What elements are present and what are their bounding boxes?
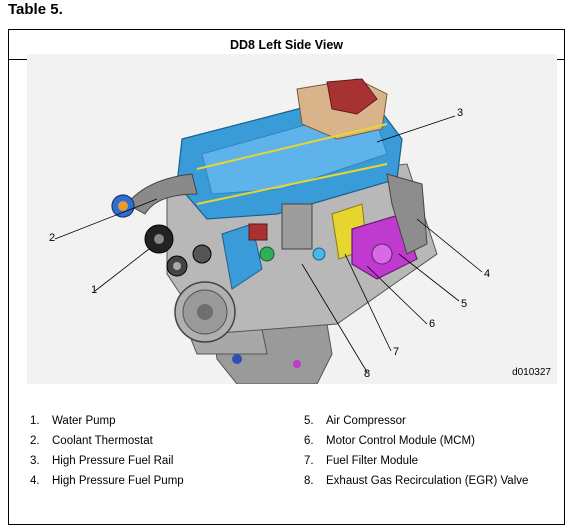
legend-number: 7. (304, 455, 314, 467)
callout-6: 6 (429, 318, 436, 330)
legend-item: 2. Coolant Thermostat (30, 431, 280, 451)
legend-number: 5. (304, 415, 314, 427)
legend-item: 8. Exhaust Gas Recirculation (EGR) Valve (304, 471, 554, 491)
legend-item: 6. Motor Control Module (MCM) (304, 431, 554, 451)
engine-illustration (54, 78, 483, 384)
legend-number: 4. (30, 475, 40, 487)
legend-number: 3. (30, 455, 40, 467)
callout-4: 4 (484, 268, 491, 280)
engine-figure: 1 2 3 4 5 6 7 8 d010327 (27, 54, 557, 384)
legend-number: 1. (30, 415, 40, 427)
callout-8: 8 (364, 368, 371, 380)
legend-label: Motor Control Module (MCM) (326, 435, 475, 447)
legend-label: High Pressure Fuel Rail (52, 455, 174, 467)
legend-label: Exhaust Gas Recirculation (EGR) Valve (326, 475, 529, 487)
callout-3: 3 (457, 107, 464, 119)
callout-1: 1 (91, 284, 98, 296)
legend-number: 2. (30, 435, 40, 447)
legend-item: 1. Water Pump (30, 411, 280, 431)
legend-item: 3. High Pressure Fuel Rail (30, 451, 280, 471)
callout-5: 5 (461, 298, 468, 310)
legend-number: 6. (304, 435, 314, 447)
document-title: Table 5. (8, 1, 63, 18)
legend-item: 7. Fuel Filter Module (304, 451, 554, 471)
legend-label: Fuel Filter Module (326, 455, 419, 467)
legend-column-right: 5. Air Compressor 6. Motor Control Modul… (304, 411, 554, 491)
legend-label: High Pressure Fuel Pump (52, 475, 184, 487)
legend-item: 4. High Pressure Fuel Pump (30, 471, 280, 491)
callout-2: 2 (49, 232, 56, 244)
figure-code: d010327 (512, 367, 551, 378)
legend-item: 5. Air Compressor (304, 411, 554, 431)
legend-number: 8. (304, 475, 314, 487)
legend-column-left: 1. Water Pump 2. Coolant Thermostat 3. H… (30, 411, 280, 491)
callout-7: 7 (393, 346, 400, 358)
legend-label: Air Compressor (326, 415, 406, 427)
legend-label: Water Pump (52, 415, 116, 427)
legend-label: Coolant Thermostat (52, 435, 153, 447)
